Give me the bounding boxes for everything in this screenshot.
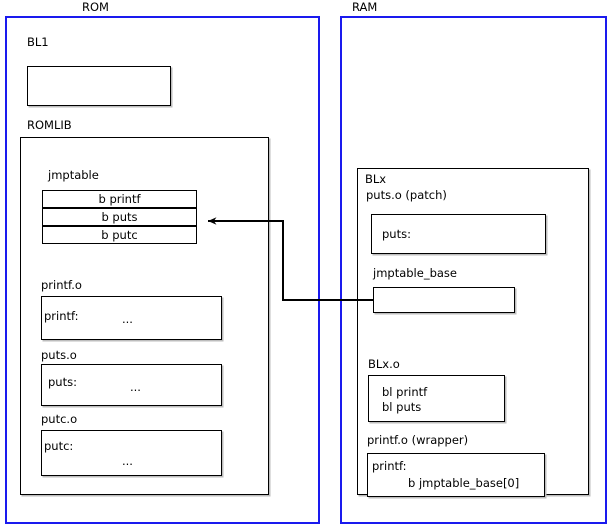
jmptable-entry-b-putc: b putc	[42, 226, 197, 244]
printf-wrapper-line-b-jmptable-base: b jmptable_base[0]	[408, 476, 520, 490]
romlib-symbol-putc: putc:	[44, 439, 74, 453]
blx-label: BLx	[365, 172, 387, 186]
romlib-body-putc: ...	[122, 454, 133, 468]
romlib-body-puts: ...	[130, 380, 141, 394]
romlib-object-label-putc-o: putc.o	[41, 412, 78, 426]
romlib-symbol-printf: printf:	[44, 309, 79, 323]
blx-o-label: BLx.o	[368, 357, 400, 371]
printf-wrapper-label: printf.o (wrapper)	[367, 433, 469, 447]
bl1-label: BL1	[27, 35, 49, 49]
blx-o-box	[368, 375, 505, 422]
romlib-object-label-puts-o: puts.o	[41, 348, 77, 362]
rom-region-title: ROM	[82, 0, 109, 14]
blx-o-line-bl-puts: bl puts	[382, 400, 422, 414]
romlib-label: ROMLIB	[27, 118, 72, 132]
romlib-object-box-printf-o	[41, 296, 222, 340]
romlib-object-box-putc-o	[41, 430, 222, 476]
printf-wrapper-line-printf-symbol: printf:	[372, 459, 407, 473]
romlib-body-printf: ...	[122, 312, 133, 326]
ram-region-title: RAM	[352, 0, 378, 14]
romlib-object-label-printf-o: printf.o	[41, 278, 82, 292]
romlib-symbol-puts: puts:	[48, 375, 77, 389]
jmptable-label: jmptable	[48, 168, 99, 182]
jmptable-base-box	[373, 287, 515, 313]
jmptable-base-label: jmptable_base	[373, 266, 457, 280]
patch-symbol-puts: puts:	[382, 227, 411, 241]
jmptable-entry-b-puts: b puts	[42, 208, 197, 226]
printf-wrapper-box	[367, 453, 545, 497]
blx-o-line-bl-printf: bl printf	[382, 385, 428, 399]
bl1-box	[27, 66, 171, 106]
jmptable-entry-b-printf: b printf	[42, 190, 197, 208]
romlib-object-box-puts-o	[41, 364, 222, 406]
patch-label-puts-o: puts.o (patch)	[366, 188, 447, 202]
patch-box-puts-o	[371, 214, 546, 254]
